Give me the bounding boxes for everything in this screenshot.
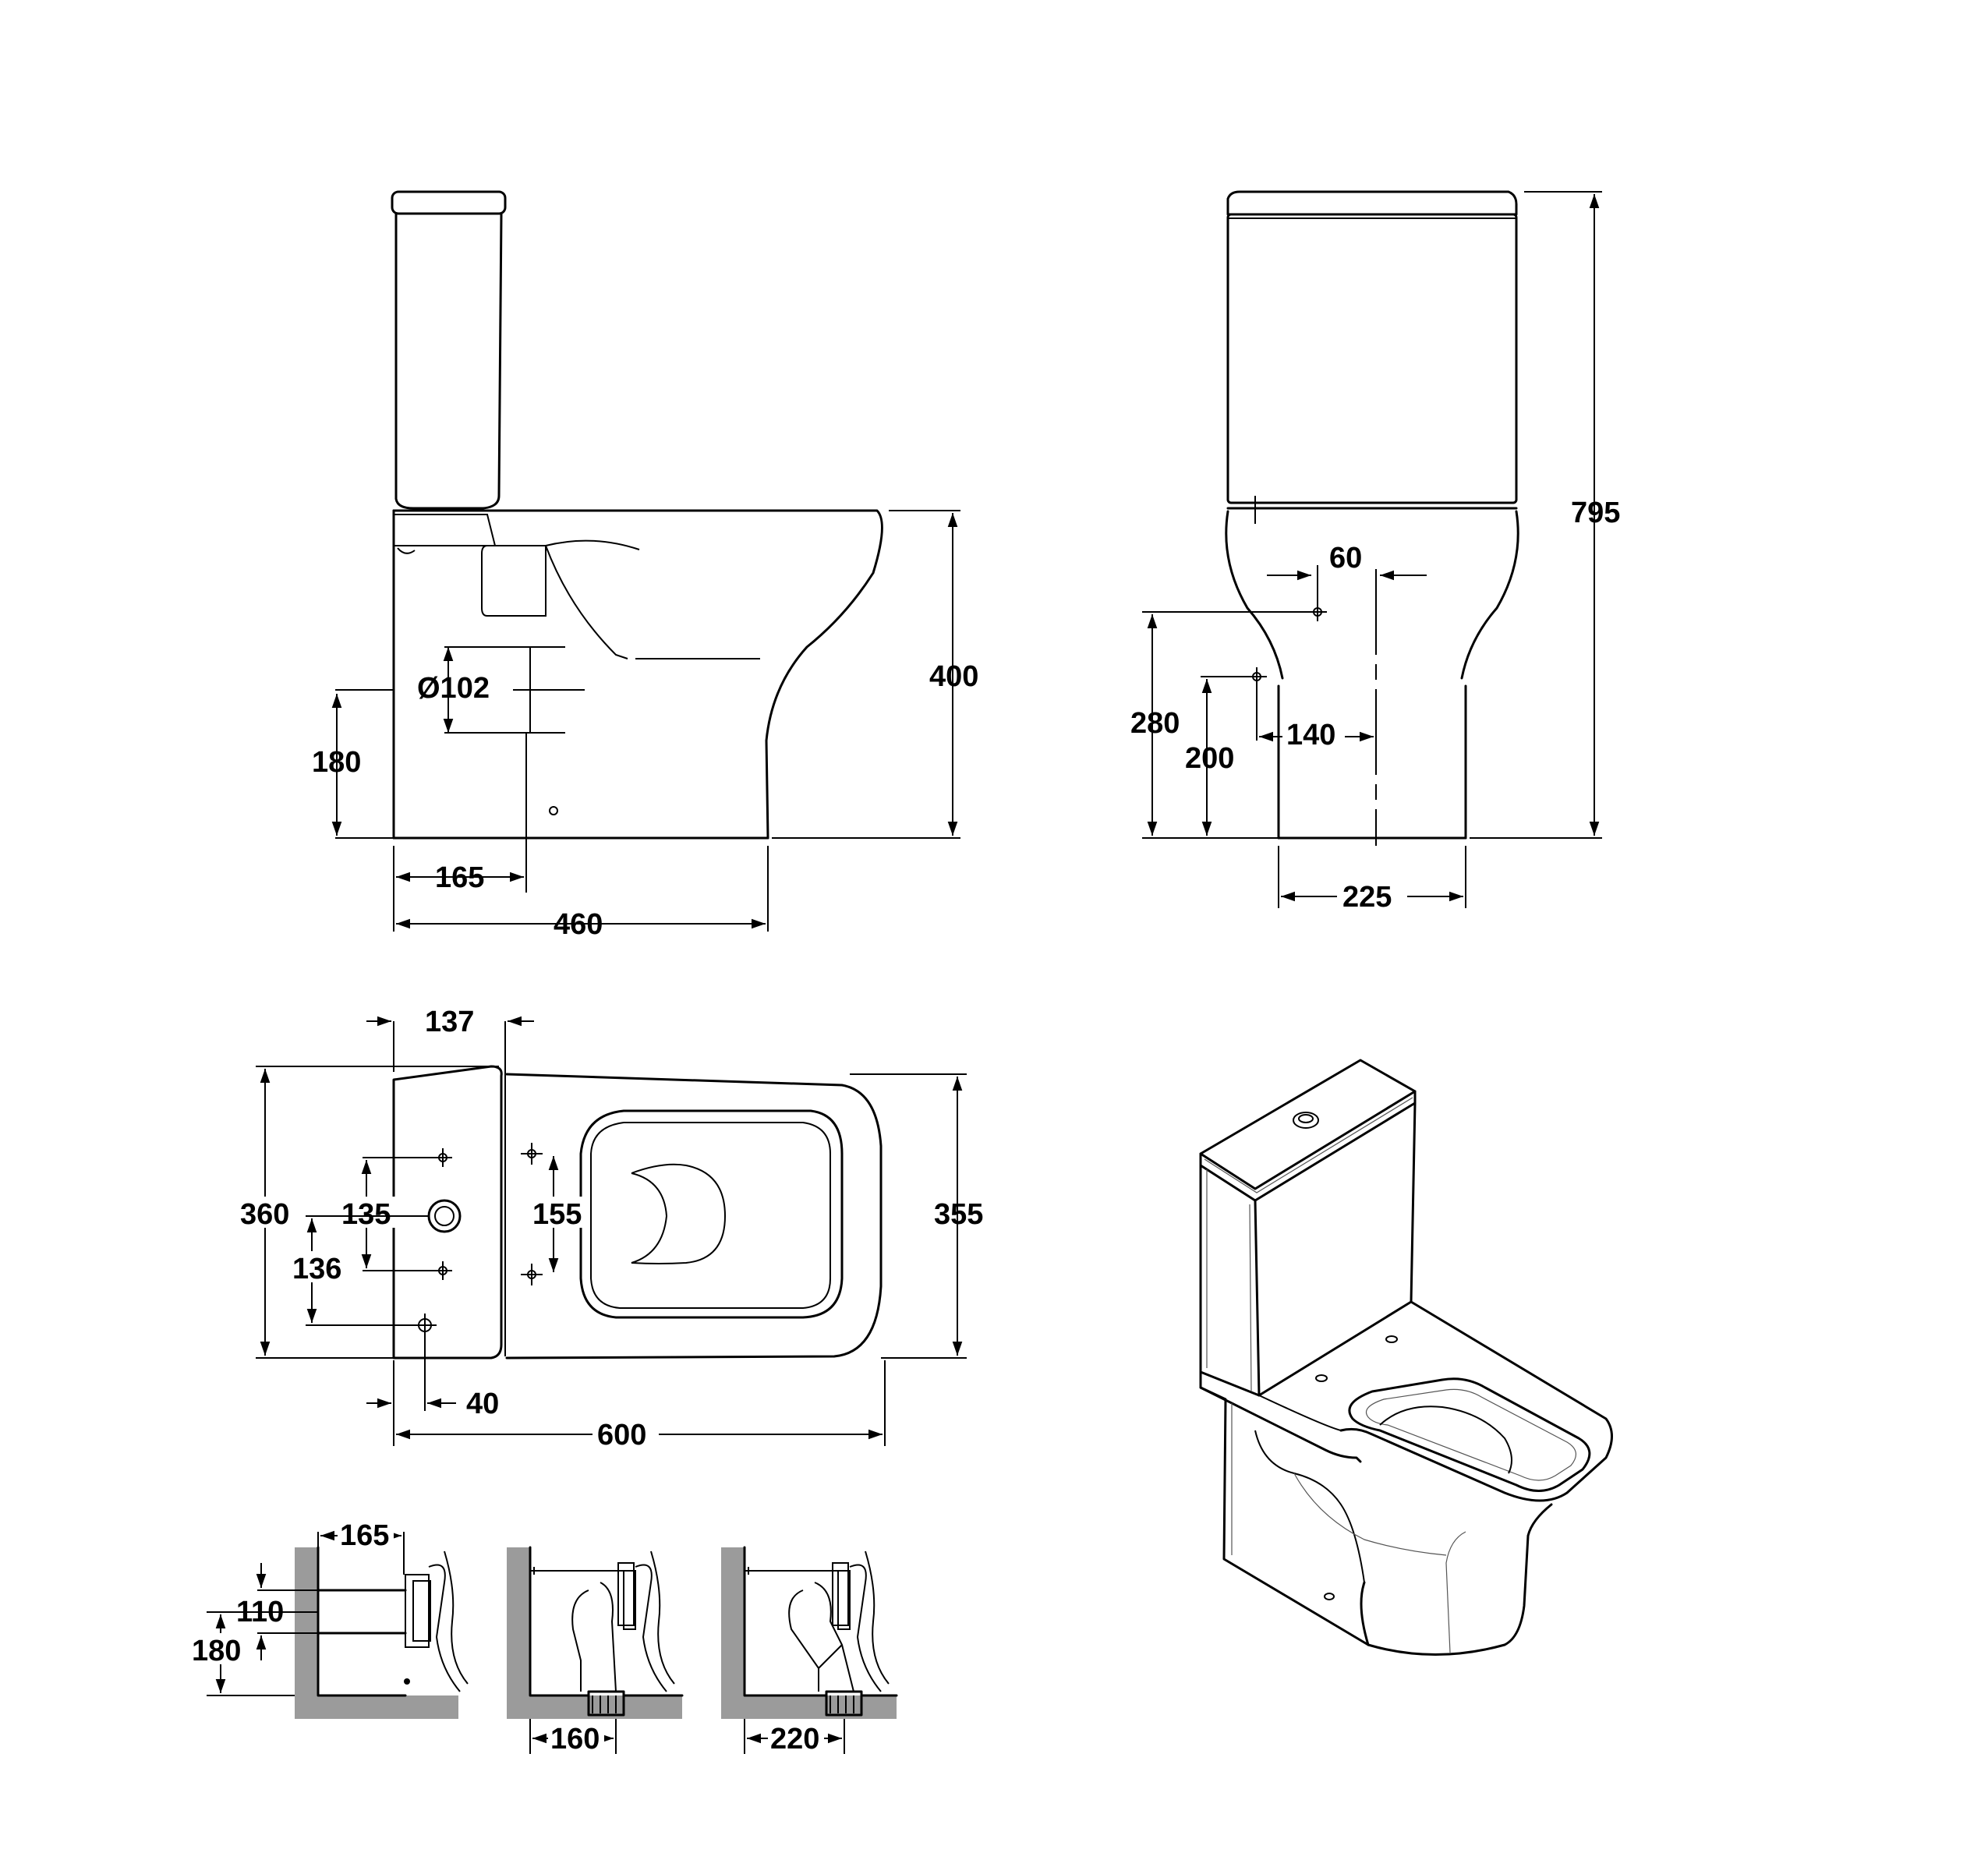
dim-horizontal-165: 165 (340, 1519, 389, 1552)
top-view-outline (392, 1065, 883, 1360)
top-view: 137 360 135 136 155 355 (240, 1006, 983, 1451)
dim-diameter-102: Ø102 (417, 672, 490, 705)
dim-height-180: 180 (312, 746, 361, 779)
dim-tank-137: 137 (425, 1006, 474, 1038)
isometric-view (1199, 1059, 1613, 1656)
dim-hole-136: 136 (292, 1253, 341, 1285)
dim-height-795: 795 (1571, 497, 1620, 529)
dim-height-200: 200 (1185, 742, 1234, 775)
outlet-variant-vertical-160: 160 (507, 1546, 684, 1756)
dim-height-180-variant: 180 (192, 1635, 241, 1667)
dim-width-360: 360 (240, 1198, 289, 1231)
front-dimensions: 60 280 200 140 225 795 (1130, 191, 1620, 914)
dim-length-600: 600 (597, 1419, 646, 1451)
dim-hole-155: 155 (532, 1198, 582, 1231)
dim-width-225: 225 (1342, 881, 1392, 914)
dim-offset-165: 165 (435, 861, 484, 894)
outlet-variant-horizontal: 165 110 180 (189, 1519, 469, 1719)
front-view: 60 280 200 140 225 795 (1130, 190, 1620, 914)
side-dimensions: Ø102 180 165 460 400 (312, 510, 978, 941)
dim-spacing-60: 60 (1329, 542, 1362, 575)
dim-width-355: 355 (934, 1198, 983, 1231)
side-view: Ø102 180 165 460 400 (312, 190, 978, 941)
side-view-outline (391, 190, 883, 840)
dim-spacing-140: 140 (1286, 719, 1335, 751)
top-dimensions: 137 360 135 136 155 355 (240, 1006, 983, 1451)
dim-height-400: 400 (929, 660, 978, 693)
dim-floor-220: 220 (770, 1723, 819, 1756)
dim-hole-135: 135 (341, 1198, 391, 1231)
dim-depth-460: 460 (554, 908, 603, 941)
dim-height-280: 280 (1130, 707, 1180, 740)
front-view-outline (1225, 190, 1519, 846)
dim-offset-40: 40 (466, 1388, 499, 1420)
outlet-variant-vertical-220: 220 (721, 1546, 898, 1756)
dim-floor-160: 160 (550, 1723, 600, 1756)
